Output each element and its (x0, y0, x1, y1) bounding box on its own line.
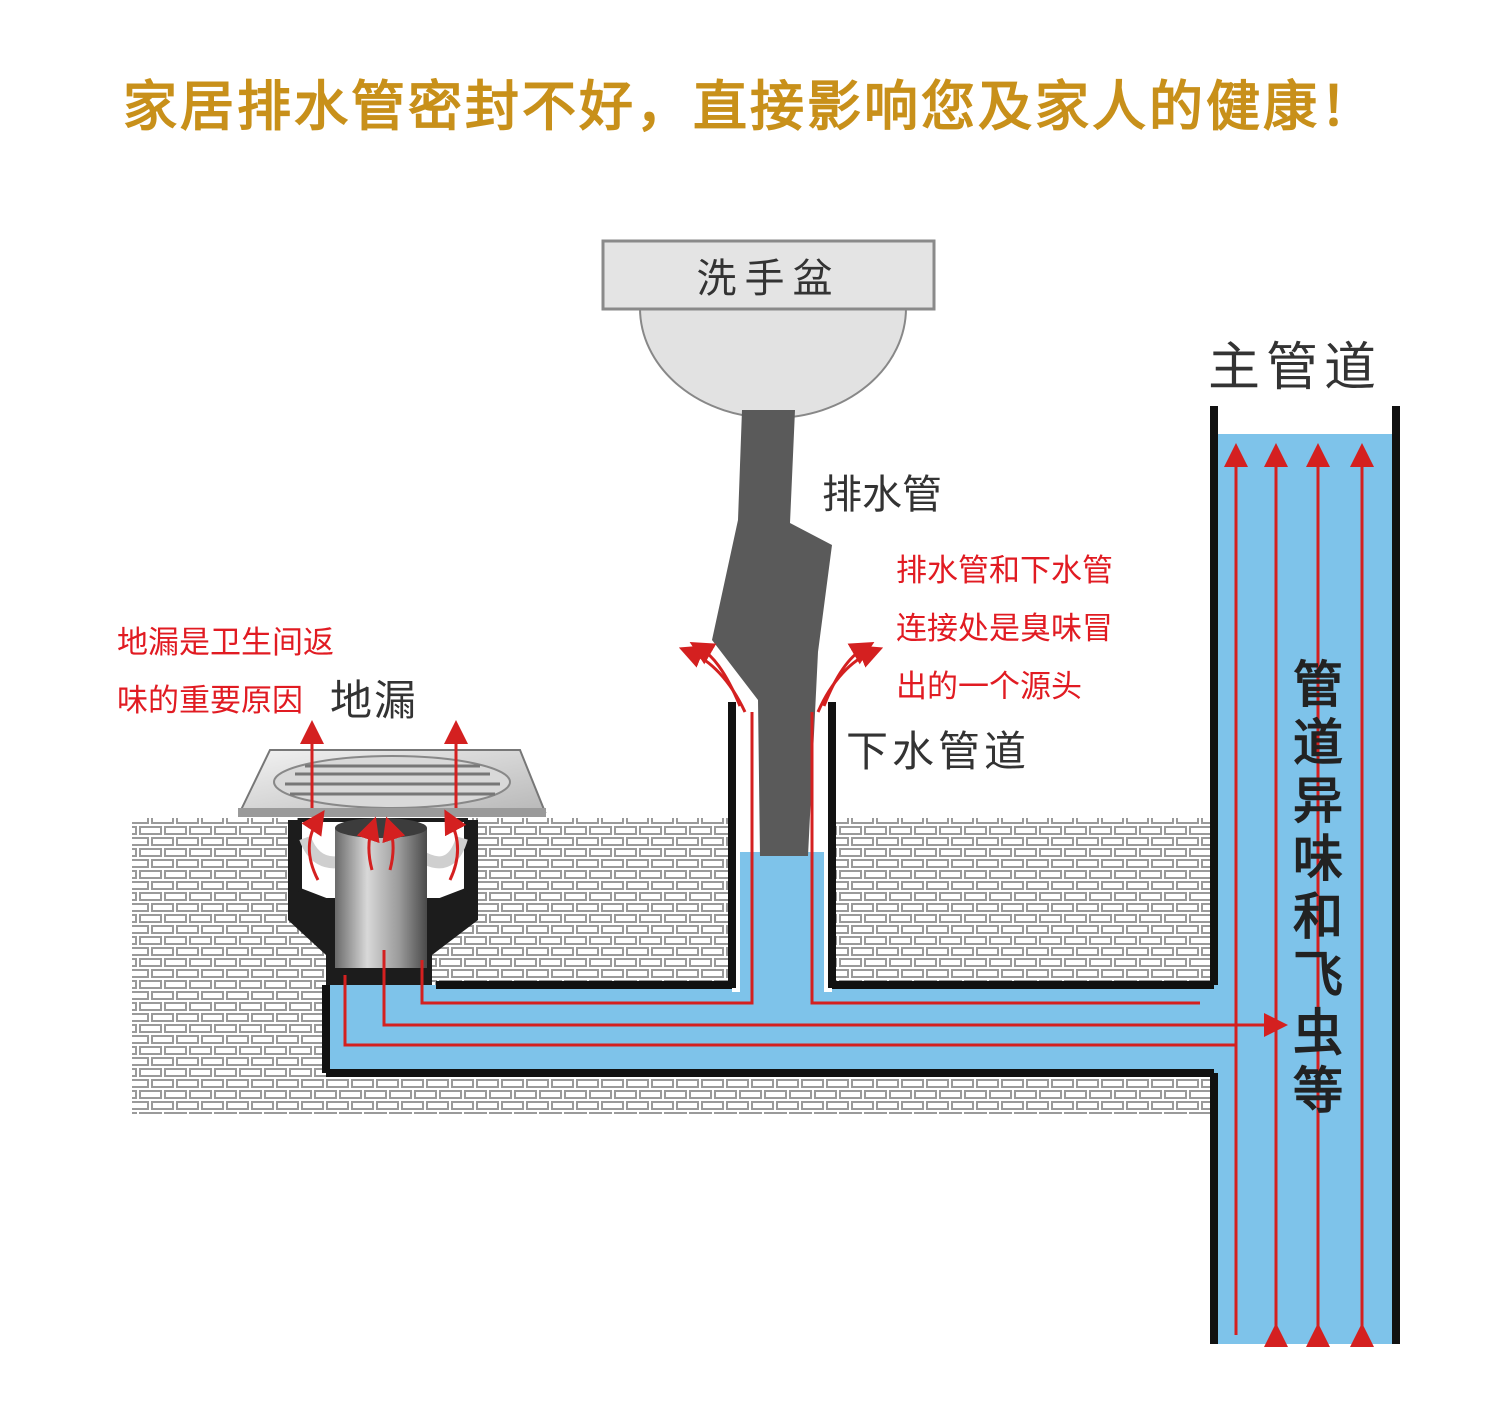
caption-char: 管 (1293, 656, 1343, 714)
odor-path (822, 641, 875, 707)
odor-path (356, 816, 380, 871)
odor-path (810, 712, 1200, 1005)
sewer-pipe-label: 下水管道 (846, 727, 1031, 776)
odor-arrows (300, 443, 1374, 1347)
caption-char: 异 (1293, 772, 1343, 830)
main-pipe-label: 主管道 (1208, 338, 1383, 398)
odor-path (301, 810, 325, 881)
odor-path (343, 975, 1236, 1047)
odor-path (420, 712, 754, 1005)
headline: 家居排水管密封不好，直接影响您及家人的健康！ (123, 75, 1377, 138)
joint-note-line: 出的一个源头 (896, 669, 1082, 705)
joint-note-line: 连接处是臭味冒 (896, 611, 1113, 647)
wash-basin (601, 239, 936, 419)
basin-label: 洗手盆 (696, 256, 841, 302)
horizontal-drain-channel (322, 981, 1216, 1077)
caption-char: 和 (1293, 888, 1343, 946)
odor-path (689, 641, 742, 707)
caption-char: 味 (1293, 830, 1343, 888)
caption-char: 飞 (1293, 946, 1343, 1004)
odor-path (382, 950, 1288, 1037)
floor-drain (238, 749, 547, 985)
joint-note: 排水管和下水管 连接处是臭味冒 出的一个源头 (896, 542, 1113, 716)
floor-drain-label: 地漏 (330, 676, 419, 725)
floor-drain-note-line: 味的重要原因 (117, 683, 303, 719)
joint-note-line: 排水管和下水管 (896, 553, 1113, 589)
drain-pipe (712, 410, 832, 856)
main-pipe-caption: 管 道 异 味 和 飞 虫 等 (1283, 656, 1353, 1120)
floor-drain-note-line: 地漏是卫生间返 (117, 625, 334, 661)
odor-path (382, 816, 406, 871)
caption-char: 虫 (1293, 1004, 1343, 1062)
odor-path (444, 809, 467, 881)
caption-char: 道 (1293, 714, 1343, 772)
floor-drain-note: 地漏是卫生间返 味的重要原因 (117, 614, 334, 730)
caption-char: 等 (1293, 1062, 1343, 1120)
drain-pipe-label: 排水管 (822, 472, 942, 518)
